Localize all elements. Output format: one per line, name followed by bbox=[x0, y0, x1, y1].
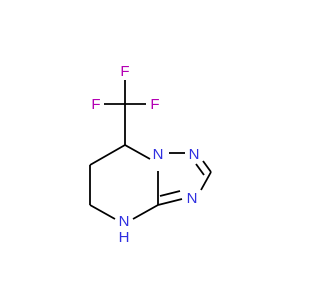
nitrogen-bridge-label: N bbox=[153, 146, 164, 163]
cf3-bonds bbox=[104, 80, 146, 145]
bond-c2-n3 bbox=[200, 171, 212, 191]
nitrogen-top-right-label: N bbox=[189, 146, 200, 163]
fluorine-left-label: F bbox=[91, 96, 100, 113]
bond-n2-c2 bbox=[202, 160, 212, 173]
bond-n2-c2-double bbox=[195, 163, 205, 176]
nh-hydrogen-label: H bbox=[119, 229, 130, 246]
nh-nitrogen-label: N bbox=[119, 213, 130, 230]
nitrogen-bottom-right-label: N bbox=[187, 190, 198, 207]
molecule-structure: F F F N N N N H bbox=[89, 63, 212, 246]
ring-five-bonds bbox=[157, 152, 212, 206]
bond-nh-c3a bbox=[132, 204, 159, 220]
fluorine-right-label: F bbox=[150, 96, 159, 113]
bond-c5-nh bbox=[89, 204, 116, 220]
bond-n1-c7 bbox=[124, 144, 151, 160]
bond-n3-c3a-double bbox=[159, 190, 181, 197]
structure-canvas: F F F N N N N H bbox=[89, 63, 212, 246]
ring-six-bonds bbox=[89, 144, 159, 220]
bond-n3-c3a bbox=[157, 198, 183, 206]
fluorine-top-label: F bbox=[120, 63, 129, 80]
bond-c7-c6 bbox=[89, 144, 126, 166]
